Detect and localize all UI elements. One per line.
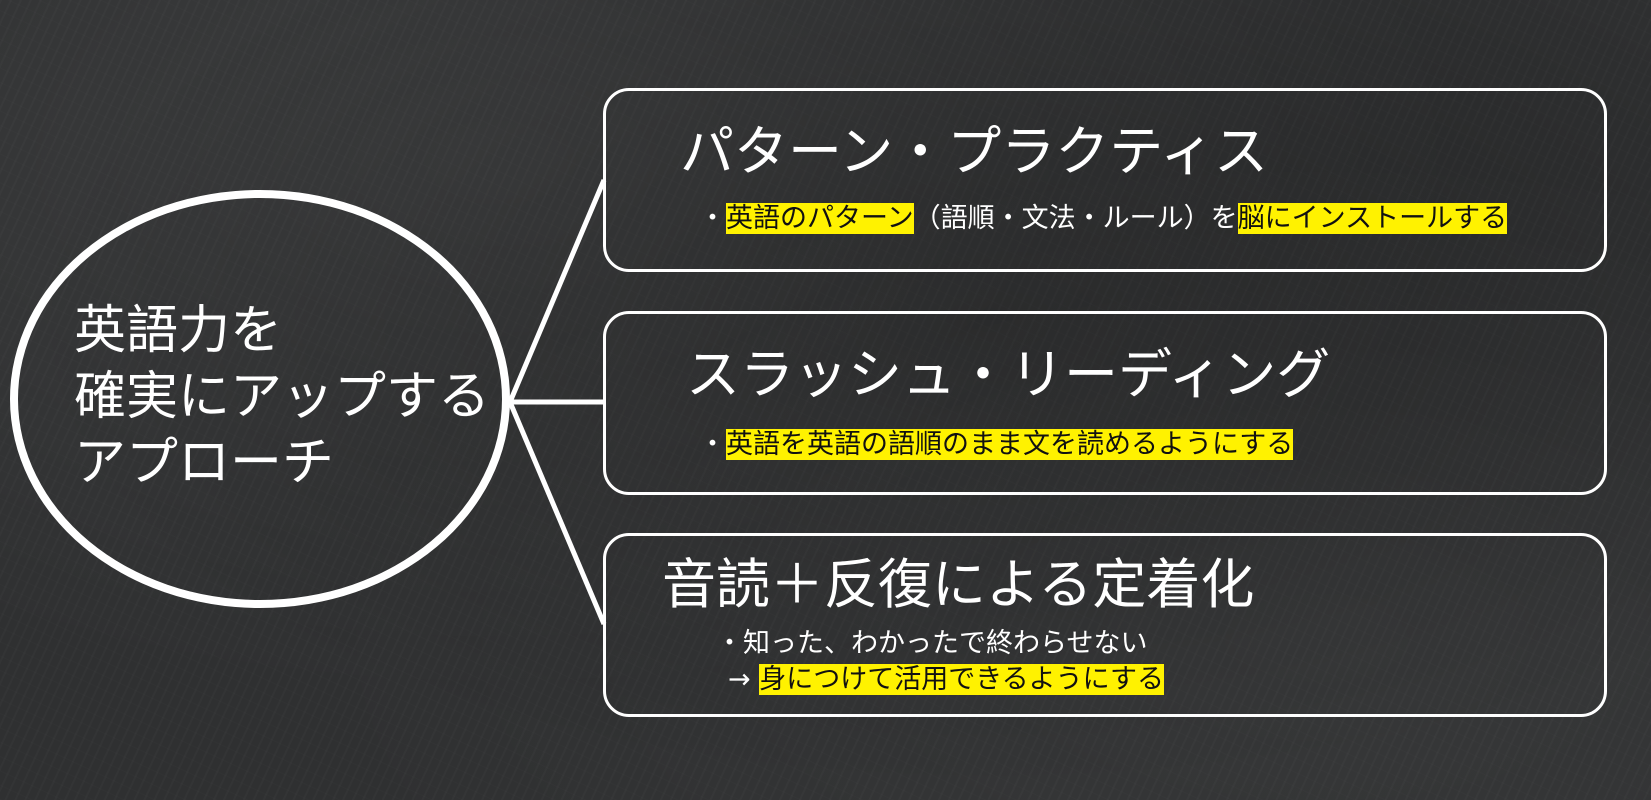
center-oval (10, 190, 510, 608)
center-topic-line-1: 英語力を (74, 301, 283, 361)
branch-description: ・英語を英語の語順のまま文を読めるようにする (699, 427, 1294, 463)
center-topic-line-2: 確実にアップする (74, 367, 491, 427)
branch-title: パターン・プラクティス (680, 120, 1269, 183)
highlighted-text: 英語を英語の語順のまま文を読めるようにする (726, 429, 1294, 460)
branch-description-line-1: ・知った、わかったで終わらせない (716, 628, 1148, 659)
branch-box-reading-aloud: 音読＋反復による定着化 ・知った、わかったで終わらせない → 身につけて活用でき… (603, 533, 1607, 717)
highlighted-text: 脳にインストールする (1237, 203, 1508, 234)
center-topic: 英語力を 確実にアップする アプローチ (74, 298, 514, 496)
branch-title: スラッシュ・リーディング (686, 343, 1331, 406)
branch-description-line-2: → 身につけて活用できるようにする (728, 662, 1164, 698)
highlighted-text: 身につけて活用できるようにする (759, 664, 1164, 695)
connector-line-top (507, 179, 607, 403)
arrow-icon: → (728, 664, 751, 695)
highlighted-text: 英語のパターン (726, 203, 914, 234)
connector-line-bottom (507, 401, 607, 625)
branch-title: 音読＋反復による定着化 (662, 553, 1255, 616)
plain-text: （語順・文法・ルール）を (913, 203, 1238, 234)
branch-box-pattern-practice: パターン・プラクティス ・英語のパターン（語順・文法・ルール）を脳にインストール… (603, 88, 1607, 272)
branch-box-slash-reading: スラッシュ・リーディング ・英語を英語の語順のまま文を読めるようにする (603, 311, 1607, 495)
bullet: ・ (699, 203, 726, 234)
branch-description: ・英語のパターン（語順・文法・ルール）を脳にインストールする (699, 201, 1508, 237)
center-topic-line-3: アプローチ (74, 433, 335, 493)
bullet: ・ (699, 429, 726, 460)
